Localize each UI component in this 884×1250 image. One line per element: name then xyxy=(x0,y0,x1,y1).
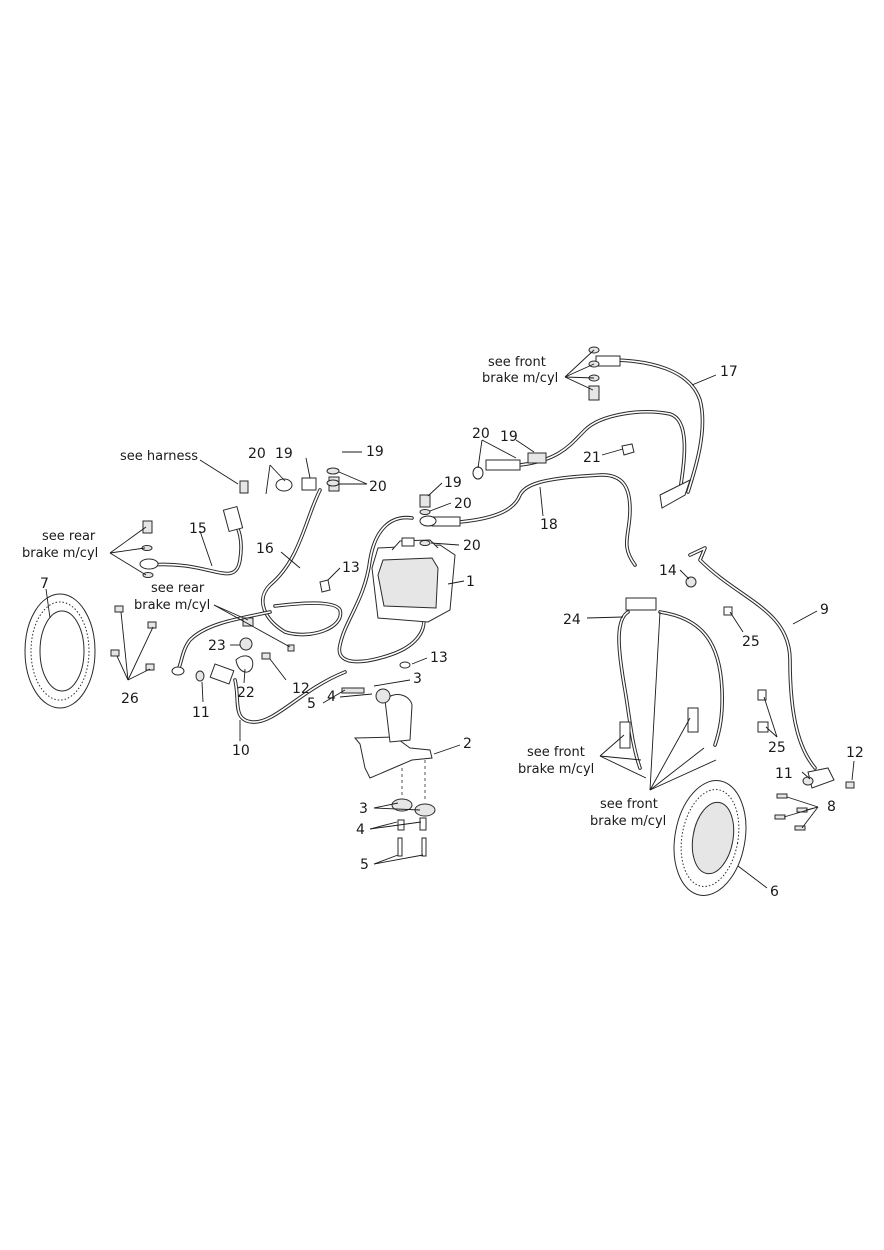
callout-14: 14 xyxy=(659,563,677,579)
brake-pipe-16-illustration xyxy=(171,488,343,676)
callout-10: 10 xyxy=(232,743,250,759)
callout-19-b: 19 xyxy=(366,444,384,460)
callout-19-c: 19 xyxy=(444,475,462,491)
clip-21-illustration xyxy=(621,443,635,456)
abs-modulator-illustration xyxy=(371,537,456,623)
callout-3-lower: 3 xyxy=(359,801,368,817)
callout-22: 22 xyxy=(237,685,255,701)
callout-15: 15 xyxy=(189,521,207,537)
screw-set-26-illustration xyxy=(110,605,157,671)
callout-7: 7 xyxy=(40,576,49,592)
callout-16: 16 xyxy=(256,541,274,557)
note-brake-mcyl-front-top: brake m/cyl xyxy=(482,371,558,386)
callout-25-lower: 25 xyxy=(768,740,786,756)
callout-1: 1 xyxy=(466,574,475,590)
reference-notes: see harness see rear brake m/cyl see rea… xyxy=(22,355,666,829)
sensor-lead-10-illustration xyxy=(195,663,347,724)
banjo-fittings-illustration xyxy=(239,452,547,652)
brake-pipe-17-illustration xyxy=(472,346,705,509)
callout-20-e: 20 xyxy=(472,426,490,442)
note-see-front-middle: see front xyxy=(527,745,585,760)
callout-numbers: 1 2 3 4 5 3 4 5 6 7 8 9 10 11 11 12 12 1… xyxy=(40,364,864,900)
bracket-22-and-grommet-23-illustration xyxy=(235,637,271,673)
callout-20-d: 20 xyxy=(463,538,481,554)
sensor-lead-9-illustration xyxy=(688,546,835,789)
callout-2: 2 xyxy=(463,736,472,752)
note-brake-mcyl-front-bottom: brake m/cyl xyxy=(590,814,666,829)
callout-6: 6 xyxy=(770,884,779,900)
rear-mcyl-fittings-illustration xyxy=(141,520,154,578)
note-see-rear-lower: see rear xyxy=(151,581,205,596)
callout-9: 9 xyxy=(820,602,829,618)
clip-13-illustration xyxy=(319,579,411,669)
callout-23: 23 xyxy=(208,638,226,654)
brake-pipe-18-illustration xyxy=(419,473,637,567)
callout-26: 26 xyxy=(121,691,139,707)
callout-12-left: 12 xyxy=(292,681,310,697)
callout-20-a: 20 xyxy=(248,446,266,462)
callout-4-lower: 4 xyxy=(356,822,365,838)
callout-24: 24 xyxy=(563,612,581,628)
callout-4: 4 xyxy=(327,689,336,705)
brake-hose-15-illustration xyxy=(139,505,244,576)
abs-connecting-pipe-illustration xyxy=(337,515,426,664)
callout-5: 5 xyxy=(307,696,316,712)
note-see-rear-upper: see rear xyxy=(42,529,96,544)
callout-3: 3 xyxy=(413,671,422,687)
clip-25-illustration xyxy=(723,606,769,733)
note-brake-mcyl-front-middle: brake m/cyl xyxy=(518,762,594,777)
tone-ring-rear-illustration xyxy=(24,593,96,709)
callout-19-d: 19 xyxy=(500,429,518,445)
callout-8: 8 xyxy=(827,799,836,815)
callout-20-b: 20 xyxy=(369,479,387,495)
note-see-harness: see harness xyxy=(120,449,198,464)
note-see-front-bottom: see front xyxy=(600,797,658,812)
note-see-front-top: see front xyxy=(488,355,546,370)
tone-ring-front-illustration xyxy=(673,780,747,896)
callout-20-c: 20 xyxy=(454,496,472,512)
front-sensor-lead-24-illustration xyxy=(617,597,724,770)
callout-18: 18 xyxy=(540,517,558,533)
callout-11-left: 11 xyxy=(192,705,210,721)
note-brake-mcyl-rear-lower: brake m/cyl xyxy=(134,598,210,613)
callout-25-upper: 25 xyxy=(742,634,760,650)
callout-13-upper: 13 xyxy=(342,560,360,576)
callout-11-right: 11 xyxy=(775,766,793,782)
callout-13-lower: 13 xyxy=(430,650,448,666)
callout-12-right: 12 xyxy=(846,745,864,761)
callout-17: 17 xyxy=(720,364,738,380)
sensor-hardware-right-illustration xyxy=(774,776,855,831)
leader-lines xyxy=(45,349,855,889)
callout-19-a: 19 xyxy=(275,446,293,462)
callout-21: 21 xyxy=(583,450,601,466)
grommet-14-illustration xyxy=(685,576,697,588)
note-brake-mcyl-rear-upper: brake m/cyl xyxy=(22,546,98,561)
callout-5-lower: 5 xyxy=(360,857,369,873)
